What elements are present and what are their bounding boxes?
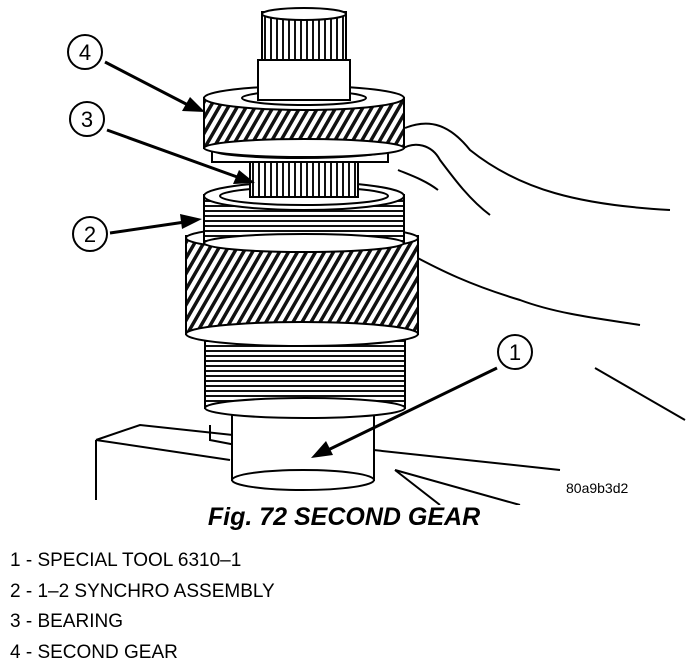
output-shaft (258, 8, 350, 100)
legend-item: 4 - SECOND GEAR (10, 638, 275, 668)
legend-item: 3 - BEARING (10, 607, 275, 638)
callout-2-number: 2 (84, 222, 96, 247)
callout-4: 4 (68, 35, 205, 112)
second-gear-illustration: 4 3 2 1 (0, 0, 688, 505)
legend-item: 1 - SPECIAL TOOL 6310–1 (10, 546, 275, 577)
figure-caption: Fig. 72 SECOND GEAR (0, 503, 688, 532)
figure-code: 80a9b3d2 (566, 480, 628, 496)
callout-3-number: 3 (81, 107, 93, 132)
legend-item: 2 - 1–2 SYNCHRO ASSEMBLY (10, 577, 275, 608)
parts-legend: 1 - SPECIAL TOOL 6310–1 2 - 1–2 SYNCHRO … (10, 546, 275, 668)
hand-outline (398, 124, 685, 420)
callout-4-number: 4 (79, 40, 91, 65)
callout-1-number: 1 (509, 340, 521, 365)
callout-2: 2 (73, 214, 202, 251)
